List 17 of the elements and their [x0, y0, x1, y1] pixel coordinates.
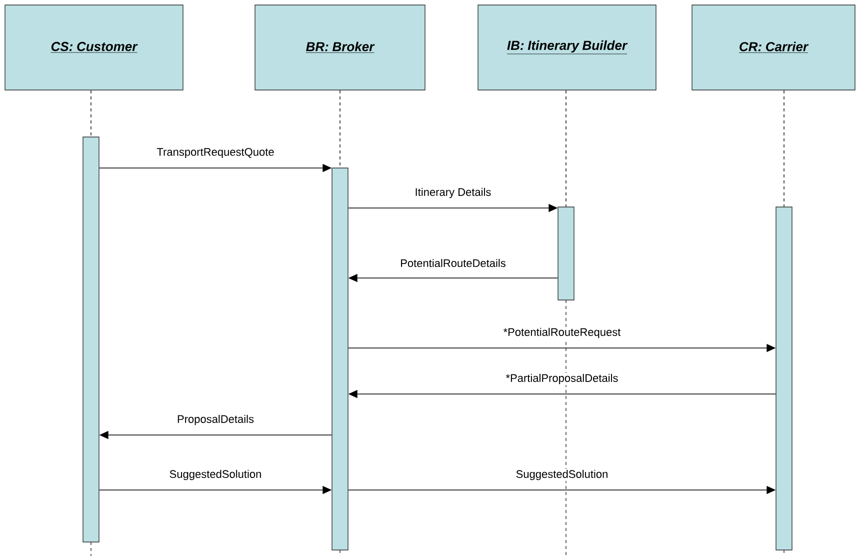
activation-bar — [82, 136, 100, 542]
lifeline-header: CR: Carrier — [692, 4, 856, 90]
lifeline — [90, 90, 92, 137]
activation-bar — [558, 206, 574, 300]
message-label: SuggestedSolution — [514, 468, 610, 482]
message-label: *PartialProposalDetails — [504, 372, 620, 386]
activation-bar — [776, 206, 792, 550]
message-label: SuggestedSolution — [168, 468, 263, 482]
message-label: *PotentialRouteRequest — [502, 326, 622, 340]
lifeline-header: BR: Broker — [254, 4, 426, 90]
message-label: Itinerary Details — [414, 186, 492, 200]
lifeline-header: CS: Customer — [4, 4, 184, 90]
activation-bar — [332, 168, 348, 550]
message-label: ProposalDetails — [176, 414, 256, 426]
message-label: TransportRequestQuote — [156, 147, 276, 159]
lifeline-header: IB: Itinerary Builder — [478, 4, 656, 90]
message-label: PotentialRouteDetails — [399, 258, 507, 268]
